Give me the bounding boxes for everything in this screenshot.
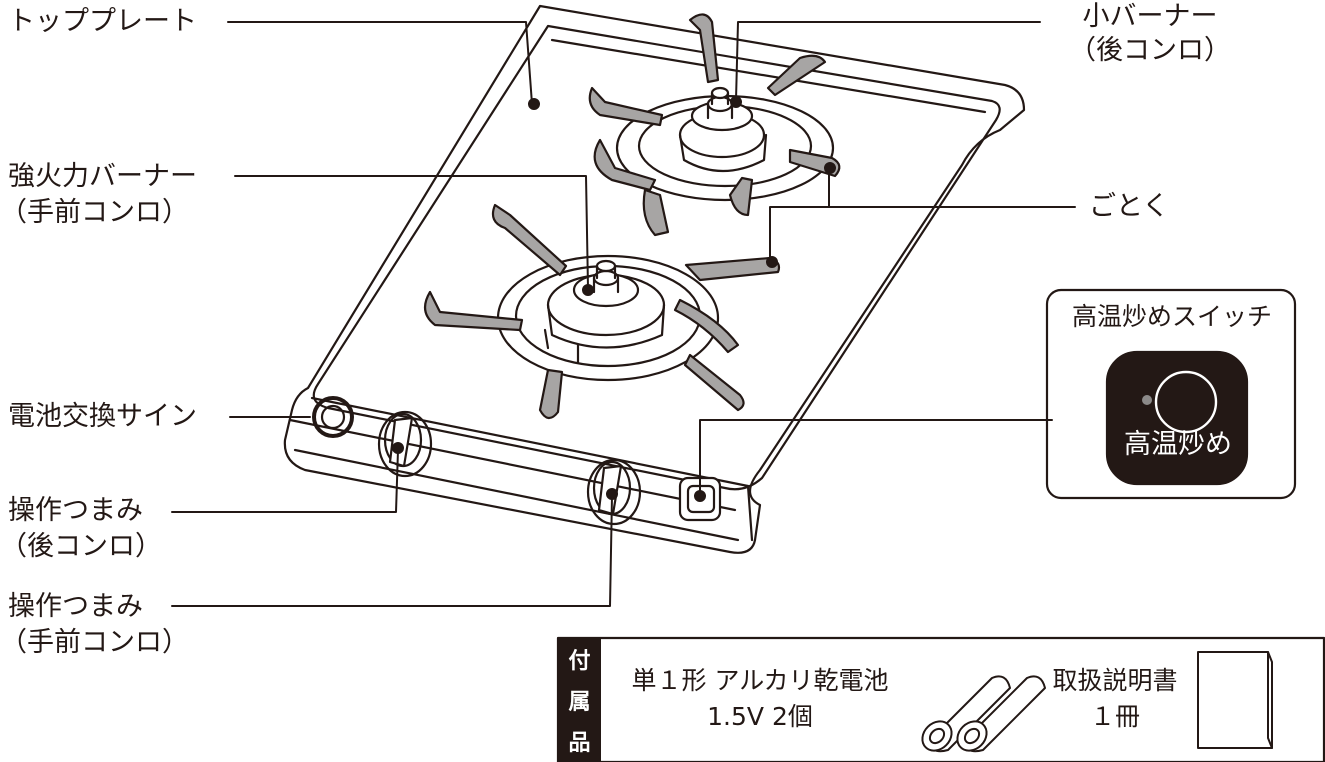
strong-burner-graphic <box>496 254 720 382</box>
accessory-battery-line1: 単１形 アルカリ乾電池 <box>631 666 889 695</box>
label-knob-front: 操作つまみ <box>8 591 143 622</box>
switch-button-text: 高温炒め <box>1124 429 1232 460</box>
switch-callout-box <box>1045 288 1297 500</box>
battery-sign-ring <box>312 396 354 438</box>
accessories-heading-char-1: 付 <box>568 648 591 674</box>
accessories-heading-char-3: 品 <box>568 731 591 757</box>
accessory-manual-line2: １冊 <box>1089 702 1140 731</box>
accessory-manual-line1: 取扱説明書 <box>1052 666 1178 695</box>
manual-icon <box>1197 651 1273 749</box>
rear-knob-graphic <box>377 410 433 478</box>
front-trivet-arms <box>423 203 781 420</box>
label-knob-front-sub: （手前コンロ） <box>0 627 189 658</box>
label-knob-rear-sub: （後コンロ） <box>0 531 162 562</box>
battery-icons <box>921 675 1046 753</box>
label-top-plate: トッププレート <box>8 6 197 37</box>
label-trivet: ごとく <box>1089 191 1170 222</box>
switch-box-title: 高温炒めスイッチ <box>1071 302 1272 331</box>
accessories-heading-char-2: 属 <box>568 689 591 715</box>
label-small-burner: 小バーナー <box>1082 1 1218 32</box>
accessories-heading: 付 属 品 <box>558 638 601 762</box>
accessory-battery-line2: 1.5V 2個 <box>707 702 813 731</box>
label-strong-burner: 強火力バーナー <box>8 161 197 192</box>
label-battery-sign: 電池交換サイン <box>8 401 197 432</box>
label-strong-burner-sub: （手前コンロ） <box>0 197 189 228</box>
switch-face <box>1105 350 1249 486</box>
label-small-burner-sub: （後コンロ） <box>1069 35 1231 66</box>
label-knob-rear: 操作つまみ <box>8 495 143 526</box>
leader-lines <box>171 21 1076 607</box>
stove-body <box>283 4 1026 554</box>
